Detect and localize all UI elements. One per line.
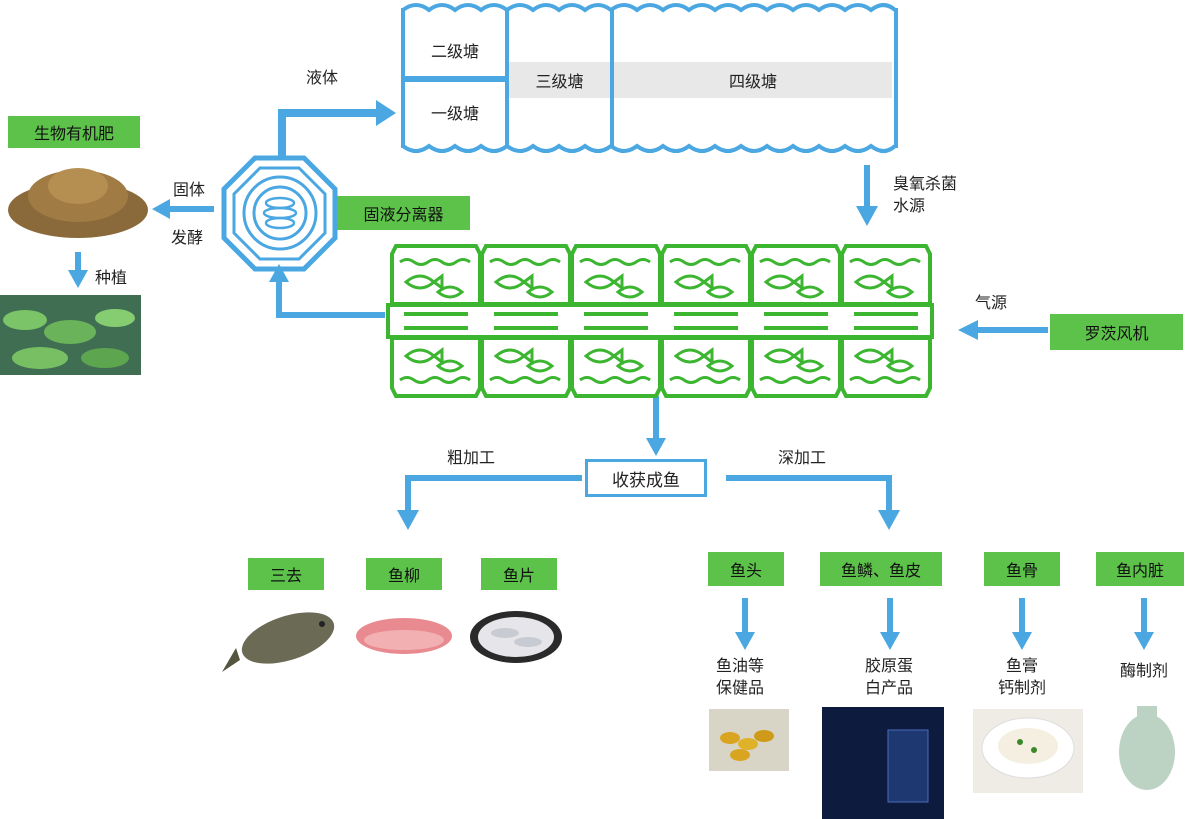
- ozone-line1: 臭氧杀菌: [893, 174, 958, 193]
- harvest-arrow: [646, 396, 666, 456]
- rough-branch-arrow: [397, 475, 582, 530]
- planting-arrow: [68, 252, 88, 288]
- air-source-label: 气源: [975, 293, 1008, 312]
- collagen-line2: 白产品: [865, 678, 914, 697]
- deep-part-bone: 鱼骨: [984, 552, 1060, 586]
- deep-branch-arrow: [726, 475, 900, 530]
- rough-processing-label: 粗加工: [447, 448, 496, 467]
- pond-top-wave: [401, 3, 897, 13]
- bio-fertilizer-label: 生物有机肥: [8, 116, 140, 148]
- collagen-product-image: [822, 707, 944, 819]
- fish-tank-4: [660, 244, 752, 398]
- fish-paste-image: [973, 709, 1083, 793]
- air-arrow: [958, 320, 1048, 340]
- fish-oil-line1: 鱼油等: [716, 656, 765, 675]
- deep-part-scale-skin: 鱼鳞、鱼皮: [820, 552, 942, 586]
- deep-product-enzyme: 酶制剂: [1120, 660, 1168, 682]
- fish-oil-line2: 保健品: [716, 678, 765, 697]
- enzyme-line1: 酶制剂: [1120, 661, 1169, 680]
- liquid-arrow: [278, 100, 396, 160]
- rough-product-2: 鱼柳: [366, 558, 442, 590]
- whole-fish-image: [222, 612, 335, 672]
- pond-bottom-wave: [401, 143, 897, 153]
- ozone-line2: 水源: [893, 196, 926, 215]
- calcium-line1: 鱼膏: [1006, 656, 1039, 675]
- ozone-arrow: [856, 165, 878, 226]
- planting-label: 种植: [95, 268, 128, 287]
- pond-level2: 二级塘: [430, 42, 479, 61]
- calcium-line2: 钙制剂: [998, 678, 1047, 697]
- liquid-label: 液体: [306, 68, 339, 87]
- rough-product-3: 鱼片: [481, 558, 557, 590]
- deep-processing-label: 深加工: [778, 448, 827, 467]
- pond-system: [401, 3, 898, 153]
- deep-part-head: 鱼头: [708, 552, 784, 586]
- fish-slice-image: [470, 611, 562, 663]
- enzyme-image: [1119, 706, 1175, 790]
- fish-oil-image: [709, 709, 789, 771]
- fish-tank-array: [386, 244, 934, 398]
- pond-level4: 四级塘: [728, 72, 777, 91]
- separator-icon: [221, 155, 338, 272]
- rough-product-1: 三去: [248, 558, 324, 590]
- pond4-band: [614, 62, 892, 98]
- solid-label: 固体: [173, 180, 206, 199]
- blower-label: 罗茨风机: [1050, 314, 1183, 350]
- deep-product-calcium: 鱼膏 钙制剂: [998, 655, 1046, 699]
- return-arrow: [269, 264, 385, 318]
- fish-tank-2: [480, 244, 572, 398]
- ferment-label: 发酵: [171, 228, 204, 247]
- fish-tank-5: [750, 244, 842, 398]
- deep-product-collagen: 胶原蛋 白产品: [865, 655, 913, 699]
- fish-tank-1: [390, 244, 482, 398]
- deep-part-viscera: 鱼内脏: [1096, 552, 1184, 586]
- fish-tank-3: [570, 244, 662, 398]
- separator-label: 固液分离器: [337, 196, 470, 230]
- solid-arrow: [152, 199, 214, 219]
- pond-level1: 一级塘: [430, 104, 479, 123]
- ozone-water-label: 臭氧杀菌 水源: [893, 173, 957, 217]
- fertilizer-image: [8, 168, 148, 238]
- lotus-pond-image: [0, 295, 141, 375]
- pond-level3: 三级塘: [535, 72, 584, 91]
- deep-sub-arrows: [742, 598, 1147, 634]
- pond3-band: [509, 62, 610, 98]
- deep-sub-arrowheads: [735, 632, 1154, 650]
- harvest-box: 收获成鱼: [585, 459, 707, 497]
- deep-product-fish-oil: 鱼油等 保健品: [716, 655, 764, 699]
- aeration-channel: [386, 303, 934, 339]
- fish-tank-6: [840, 244, 932, 398]
- collagen-line1: 胶原蛋: [865, 656, 914, 675]
- fish-fillet-image: [356, 618, 452, 654]
